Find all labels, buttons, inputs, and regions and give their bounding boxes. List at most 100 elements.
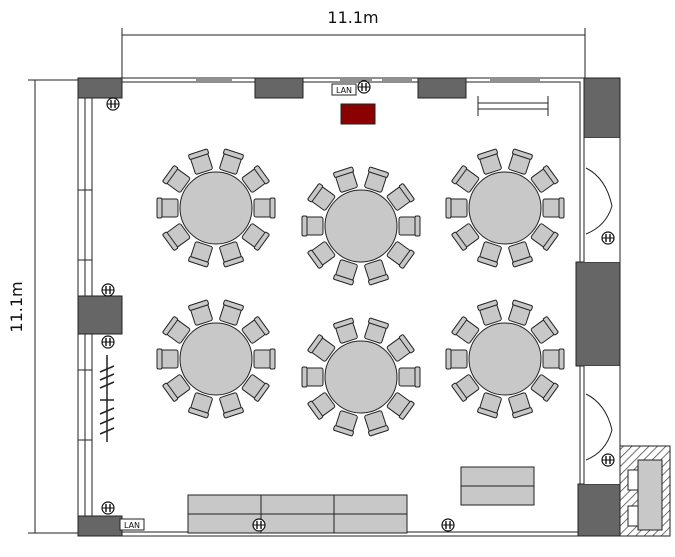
lan-label-bottom: LAN <box>124 521 140 530</box>
chair <box>386 241 415 269</box>
chair <box>542 348 565 370</box>
chair <box>386 392 415 420</box>
column-left-mid <box>77 295 123 335</box>
power-outlets <box>101 80 615 532</box>
door-lower-right[interactable] <box>583 366 621 484</box>
column-bottom-right <box>577 483 621 537</box>
round-table <box>301 317 421 437</box>
chair <box>253 348 276 370</box>
chair <box>333 317 358 344</box>
chair <box>253 197 276 219</box>
chair <box>333 259 358 286</box>
chair <box>364 166 389 193</box>
chair <box>219 241 244 268</box>
chair <box>301 215 324 237</box>
chair <box>530 223 559 251</box>
height-dimension: 11.1m <box>7 79 80 534</box>
column-top-mid-right <box>417 77 467 99</box>
chair <box>530 374 559 402</box>
chair <box>307 183 336 211</box>
chair <box>477 241 502 268</box>
column-right-mid <box>575 261 621 367</box>
chair <box>508 241 533 268</box>
door-upper-right[interactable] <box>583 138 621 262</box>
chair <box>333 410 358 437</box>
chair <box>241 374 270 402</box>
chair <box>162 316 191 344</box>
outlet-icon <box>252 518 266 532</box>
chair <box>530 316 559 344</box>
chair <box>219 299 244 326</box>
table-top <box>468 171 542 245</box>
chair <box>307 334 336 362</box>
outlet-icon <box>601 231 615 245</box>
chair <box>477 148 502 175</box>
column-top-mid-left <box>254 77 304 99</box>
chair <box>307 392 336 420</box>
chair <box>219 392 244 419</box>
round-table <box>156 148 276 268</box>
chair <box>364 259 389 286</box>
chair <box>156 348 179 370</box>
chair <box>188 148 213 175</box>
chair <box>542 197 565 219</box>
chair <box>508 392 533 419</box>
round-table <box>301 166 421 286</box>
chair <box>162 223 191 251</box>
side-table <box>460 466 535 506</box>
outlet-icon <box>357 80 371 94</box>
chair <box>530 165 559 193</box>
lan-port-top: LAN <box>331 83 357 96</box>
width-label: 11.1m <box>327 8 378 27</box>
outlet-icon <box>441 518 455 532</box>
chair <box>301 366 324 388</box>
lan-port-bottom: LAN <box>119 518 145 531</box>
chair <box>445 197 468 219</box>
chair <box>451 316 480 344</box>
podium <box>340 103 376 125</box>
column-top-left <box>77 77 123 99</box>
outlet-icon <box>106 97 120 111</box>
chair <box>188 392 213 419</box>
height-label: 11.1m <box>7 281 26 332</box>
round-tables <box>156 148 565 437</box>
table-top <box>324 340 398 414</box>
table-top <box>179 322 253 396</box>
chair <box>398 366 421 388</box>
table-top <box>179 171 253 245</box>
chair <box>156 197 179 219</box>
round-table <box>445 299 565 419</box>
chair <box>241 165 270 193</box>
chair <box>477 299 502 326</box>
chair <box>386 334 415 362</box>
chair <box>241 223 270 251</box>
outlet-icon <box>601 453 615 467</box>
chair <box>445 348 468 370</box>
chair <box>162 374 191 402</box>
chair <box>241 316 270 344</box>
bottom-counter <box>187 494 408 534</box>
chair <box>508 299 533 326</box>
chair <box>188 241 213 268</box>
chair <box>386 183 415 211</box>
table-top <box>468 322 542 396</box>
round-table <box>445 148 565 268</box>
table-top <box>324 189 398 263</box>
chair <box>398 215 421 237</box>
chair <box>451 165 480 193</box>
chair <box>162 165 191 193</box>
column-top-right <box>583 77 621 139</box>
wall-columns <box>77 77 621 537</box>
outlet-icon <box>101 335 115 349</box>
outlet-icon <box>101 283 115 297</box>
chair <box>451 374 480 402</box>
left-partition <box>99 355 115 442</box>
chair <box>364 317 389 344</box>
width-dimension: 11.1m <box>121 8 586 78</box>
round-table <box>156 299 276 419</box>
exterior-hatched-fixture <box>619 445 671 537</box>
chair <box>333 166 358 193</box>
chair <box>188 299 213 326</box>
projection-screen <box>477 96 549 116</box>
